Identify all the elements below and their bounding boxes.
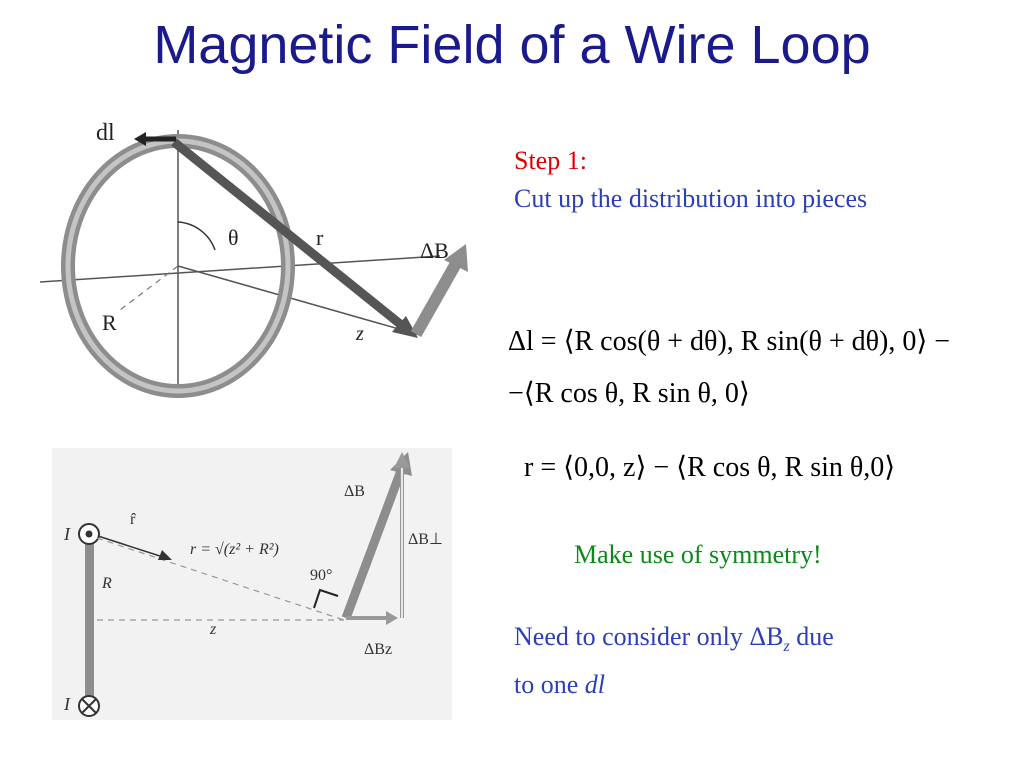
step-heading: Step 1:: [514, 146, 587, 175]
label-delta-b-z: ΔBz: [364, 641, 392, 658]
wire-loop-figure: dl θ r ΔB R z: [40, 120, 468, 398]
need-line2-prefix: to one: [514, 670, 585, 700]
need-delta-b: ΔBz: [749, 622, 790, 656]
label-z: z: [355, 323, 364, 345]
label-r: r: [316, 225, 324, 250]
need-line1: Need to consider only ΔBz due: [514, 618, 834, 666]
label-90: 90°: [310, 567, 332, 584]
need-prefix: Need to consider only: [514, 622, 750, 651]
equation-dl-line2: −⟨R cos θ, R sin θ, 0⟩: [508, 378, 750, 409]
need-note: Need to consider only ΔBz due to one dl: [514, 618, 834, 704]
label-r-hat: r̂: [130, 511, 137, 528]
equation-dl-line1: Δl = ⟨R cos(θ + dθ), R sin(θ + dθ), 0⟩ −: [508, 326, 951, 357]
label-r-equation: r = √(z² + R²): [190, 541, 279, 558]
need-line2: to one dl: [514, 666, 834, 704]
label-delta-b-side: ΔB: [344, 483, 365, 500]
r-vector: [171, 138, 413, 336]
need-suffix: due: [789, 622, 834, 651]
label-I-bottom: I: [63, 694, 71, 714]
step-block: Step 1: Cut up the distribution into pie…: [514, 142, 867, 218]
label-delta-b-perp: ΔB⊥: [408, 531, 443, 548]
need-dl: dl: [584, 670, 605, 700]
step-text: Cut up the distribution into pieces: [514, 184, 868, 213]
label-delta-b: ΔB: [420, 238, 449, 263]
delta-b-vector: [410, 257, 464, 337]
page-title: Magnetic Field of a Wire Loop: [153, 15, 871, 75]
label-z-side: z: [209, 621, 217, 638]
label-theta: θ: [228, 225, 239, 250]
label-R-side: R: [101, 575, 112, 592]
equation-r: r = ⟨0,0, z⟩ − ⟨R cos θ, R sin θ,0⟩: [524, 452, 896, 483]
side-view-figure: I I r̂ r = √(z² + R²) R 90° z ΔB ΔB⊥ ΔBz: [52, 448, 452, 720]
symmetry-note: Make use of symmetry!: [574, 540, 822, 569]
label-dl: dl: [96, 120, 115, 146]
label-I-top: I: [63, 524, 71, 544]
label-R: R: [102, 310, 117, 335]
